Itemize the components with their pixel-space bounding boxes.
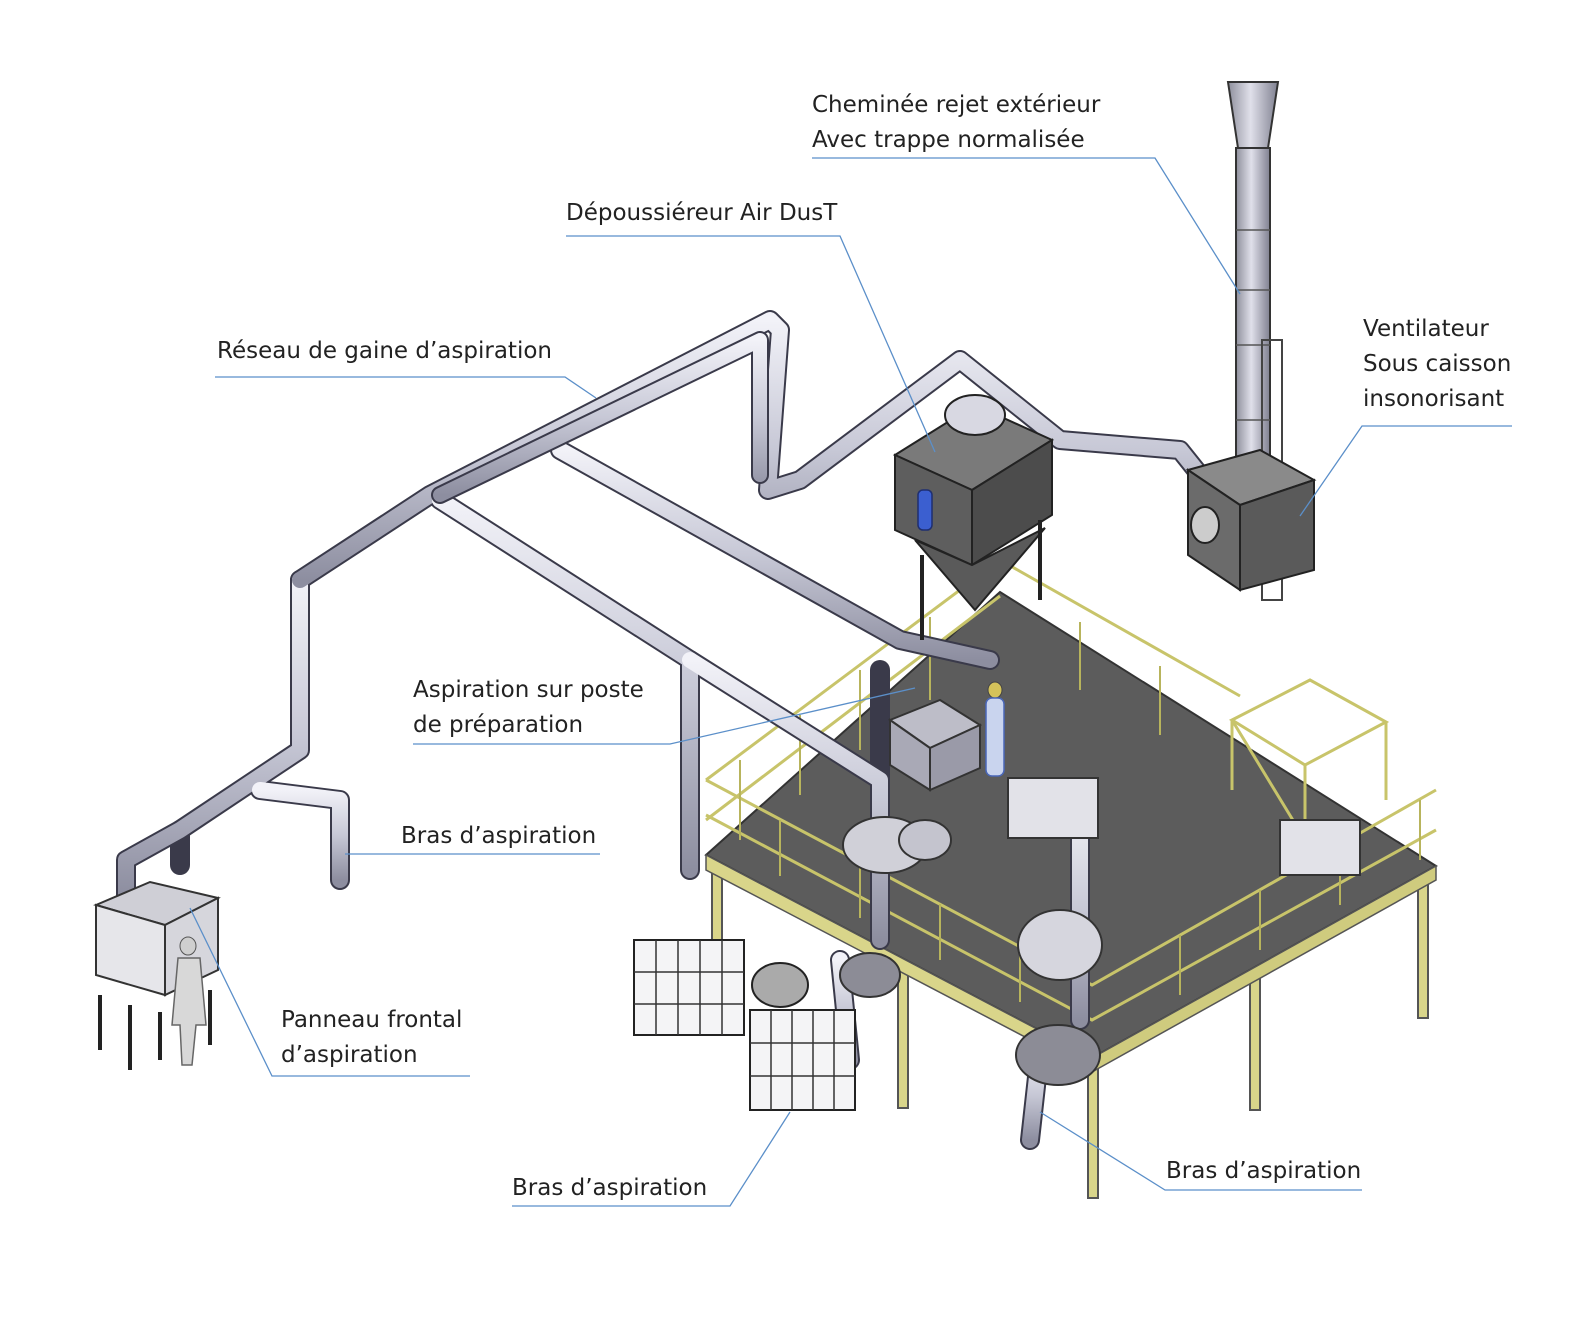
leader-duct-network [215, 376, 597, 399]
label-fan: Ventilateur Sous caisson insonorisant [1363, 312, 1511, 417]
label-arm-right-line1: Bras d’aspiration [1166, 1158, 1362, 1184]
label-front-panel-line2: d’aspiration [281, 1042, 418, 1068]
label-prep-station: Aspiration sur poste de préparation [413, 673, 644, 743]
label-chimney-line2: Avec trappe normalisée [812, 127, 1085, 153]
label-fan-line3: insonorisant [1363, 386, 1505, 412]
leader-lines [189, 157, 1512, 1207]
leader-arm-right [1039, 1111, 1362, 1191]
label-front-panel: Panneau frontal d’aspiration [281, 1003, 462, 1073]
ibc-containers [633, 939, 856, 1111]
fan-housing [1185, 448, 1317, 592]
dust-collector [892, 394, 1055, 640]
label-fan-line1: Ventilateur [1363, 316, 1489, 342]
label-fan-line2: Sous caisson [1363, 351, 1512, 377]
label-arm-bottom-line1: Bras d’aspiration [512, 1175, 708, 1201]
leader-fan [1299, 425, 1512, 517]
label-arm-bottom: Bras d’aspiration [512, 1171, 707, 1206]
label-chimney: Cheminée rejet extérieur Avec trappe nor… [812, 88, 1100, 158]
platform-equipment [839, 681, 1361, 1086]
label-prep-station-line1: Aspiration sur poste [413, 677, 644, 703]
label-dust-collector-line1: Dépoussiéreur Air DusT [566, 200, 838, 226]
label-chimney-line1: Cheminée rejet extérieur [812, 92, 1101, 118]
label-arm-right: Bras d’aspiration [1166, 1154, 1361, 1189]
label-arm-left-line1: Bras d’aspiration [401, 823, 597, 849]
leader-front-panel [189, 907, 470, 1077]
front-panel-booth [93, 880, 221, 1070]
leader-prep-station [413, 687, 916, 745]
label-dust-collector: Dépoussiéreur Air DusT [566, 196, 837, 231]
leader-chimney [812, 157, 1241, 295]
label-duct-network: Réseau de gaine d’aspiration [217, 334, 552, 369]
label-duct-network-line1: Réseau de gaine d’aspiration [217, 338, 552, 364]
leader-arm-bottom [512, 1111, 791, 1207]
label-arm-left: Bras d’aspiration [401, 819, 596, 854]
label-front-panel-line1: Panneau frontal [281, 1007, 463, 1033]
leader-dust-collector [566, 235, 936, 453]
label-prep-station-line2: de préparation [413, 712, 584, 738]
